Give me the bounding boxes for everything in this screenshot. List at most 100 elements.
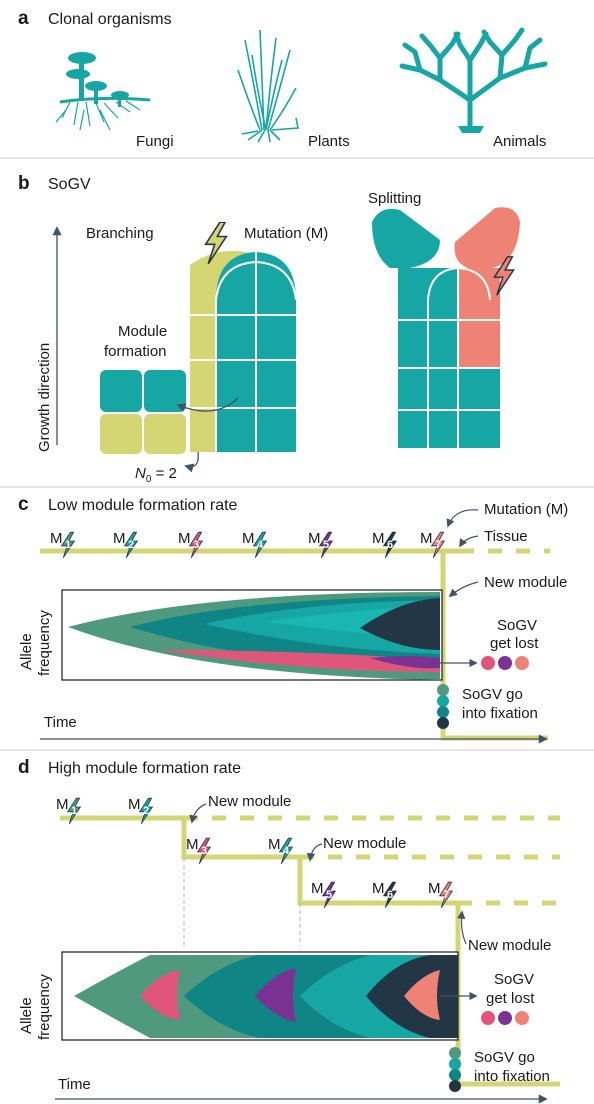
yaxis-label-d-2: frequency: [36, 974, 53, 1040]
fungi-icon: [55, 52, 151, 131]
sogv-fix-d-1: SoGV go: [474, 1049, 535, 1066]
mutation-index: 2: [143, 805, 149, 817]
tissue-label: Tissue: [484, 528, 528, 545]
mutation-letter: M: [311, 880, 324, 897]
mutation-letter: M: [308, 530, 321, 547]
new-module-label-c: New module: [484, 574, 567, 591]
label-animals: Animals: [493, 133, 546, 150]
branching-label: Branching: [86, 225, 154, 242]
mutation-index: 4: [283, 845, 290, 857]
mutation-letter: M: [372, 530, 385, 547]
mutation-label-c: Mutation (M): [484, 501, 568, 518]
coral-icon: [399, 27, 548, 133]
panel-d: d High module formation rate New module …: [18, 757, 560, 1104]
fix-dot-teal: [449, 1058, 461, 1070]
mutation-letter: M: [242, 530, 255, 547]
fix-dot-navy: [437, 717, 449, 729]
mutation-index: 5: [323, 539, 329, 551]
lost-dot-salmon: [515, 1011, 529, 1025]
mutation-letter: M: [186, 836, 199, 853]
panel-letter-b: b: [18, 173, 30, 194]
muller-plot-d: [74, 955, 458, 1038]
panel-b: b SoGV Growth direction Branching Mutati…: [18, 173, 520, 485]
mutation-letter: M: [428, 880, 441, 897]
mutation-index: 3: [193, 539, 199, 551]
lost-dot-pink: [481, 1011, 495, 1025]
label-plants: Plants: [308, 133, 350, 150]
panel-c-title: Low module formation rate: [48, 497, 238, 514]
mutation-letter: M: [113, 530, 126, 547]
panel-a: a Clonal organisms Fungi: [18, 8, 548, 150]
mutation-index: 2: [128, 539, 134, 551]
plants-icon: [237, 29, 299, 143]
module-label-1: Module: [118, 323, 167, 340]
mutation-index: 6: [387, 889, 393, 901]
fix-dot-sage: [449, 1047, 461, 1059]
mutation-index: 7: [435, 539, 441, 551]
mutation-index: 3: [201, 845, 207, 857]
mutation-index: 7: [443, 889, 449, 901]
mutation-letter: M: [178, 530, 191, 547]
growth-direction-label: Growth direction: [36, 343, 53, 452]
mutation-index: 1: [71, 805, 77, 817]
mutation-letter: M: [420, 530, 433, 547]
mutation-index: 5: [326, 889, 332, 901]
lost-dot-purple: [498, 656, 512, 670]
mutation-letter: M: [372, 880, 385, 897]
panel-a-title: Clonal organisms: [48, 11, 172, 28]
fix-dot-navy: [449, 1080, 461, 1092]
fix-dot-dark-teal: [437, 706, 449, 718]
lost-dot-purple: [498, 1011, 512, 1025]
mutation-letter: M: [268, 836, 281, 853]
branching-module: [100, 222, 297, 473]
panel-letter-c: c: [18, 494, 29, 515]
new-module-line: [440, 551, 548, 741]
mutation-letter: M: [56, 796, 69, 813]
mutation-index: 1: [65, 539, 71, 551]
new-module-label-d-3: New module: [468, 937, 551, 954]
time-label-c: Time: [44, 714, 77, 731]
yaxis-label-d-1: Allele: [18, 997, 35, 1034]
fix-dot-sage: [437, 684, 449, 696]
splitting-module: [372, 207, 520, 448]
panel-letter-a: a: [18, 8, 29, 29]
new-module-label-d-2: New module: [323, 835, 406, 852]
mutation-letter: M: [50, 530, 63, 547]
sogv-fix-d-2: into fixation: [474, 1068, 550, 1085]
sogv-lost-c-1: SoGV: [497, 617, 537, 634]
time-label-d: Time: [58, 1076, 91, 1093]
mutation-index: 4: [257, 539, 264, 551]
sogv-lost-d-2: get lost: [486, 990, 535, 1007]
yaxis-label-c-2: frequency: [36, 610, 53, 676]
panel-d-title: High module formation rate: [48, 760, 241, 777]
panel-b-title: SoGV: [48, 176, 91, 193]
mutation-label-b: Mutation (M): [244, 225, 328, 242]
lost-dot-pink: [481, 656, 495, 670]
mutation-index: 6: [387, 539, 393, 551]
panel-c: c Low module formation rate Mutation (M)…: [18, 494, 568, 744]
mutation-letter: M: [128, 796, 141, 813]
module-label-2: formation: [104, 343, 167, 360]
sogv-lost-c-2: get lost: [490, 635, 539, 652]
fix-dot-teal: [437, 695, 449, 707]
panel-letter-d: d: [18, 757, 30, 778]
new-module-label-d-1: New module: [208, 793, 291, 810]
splitting-label: Splitting: [368, 190, 421, 207]
yaxis-label-c-1: Allele: [18, 633, 35, 670]
n0-label: N0 = 2: [135, 465, 177, 485]
